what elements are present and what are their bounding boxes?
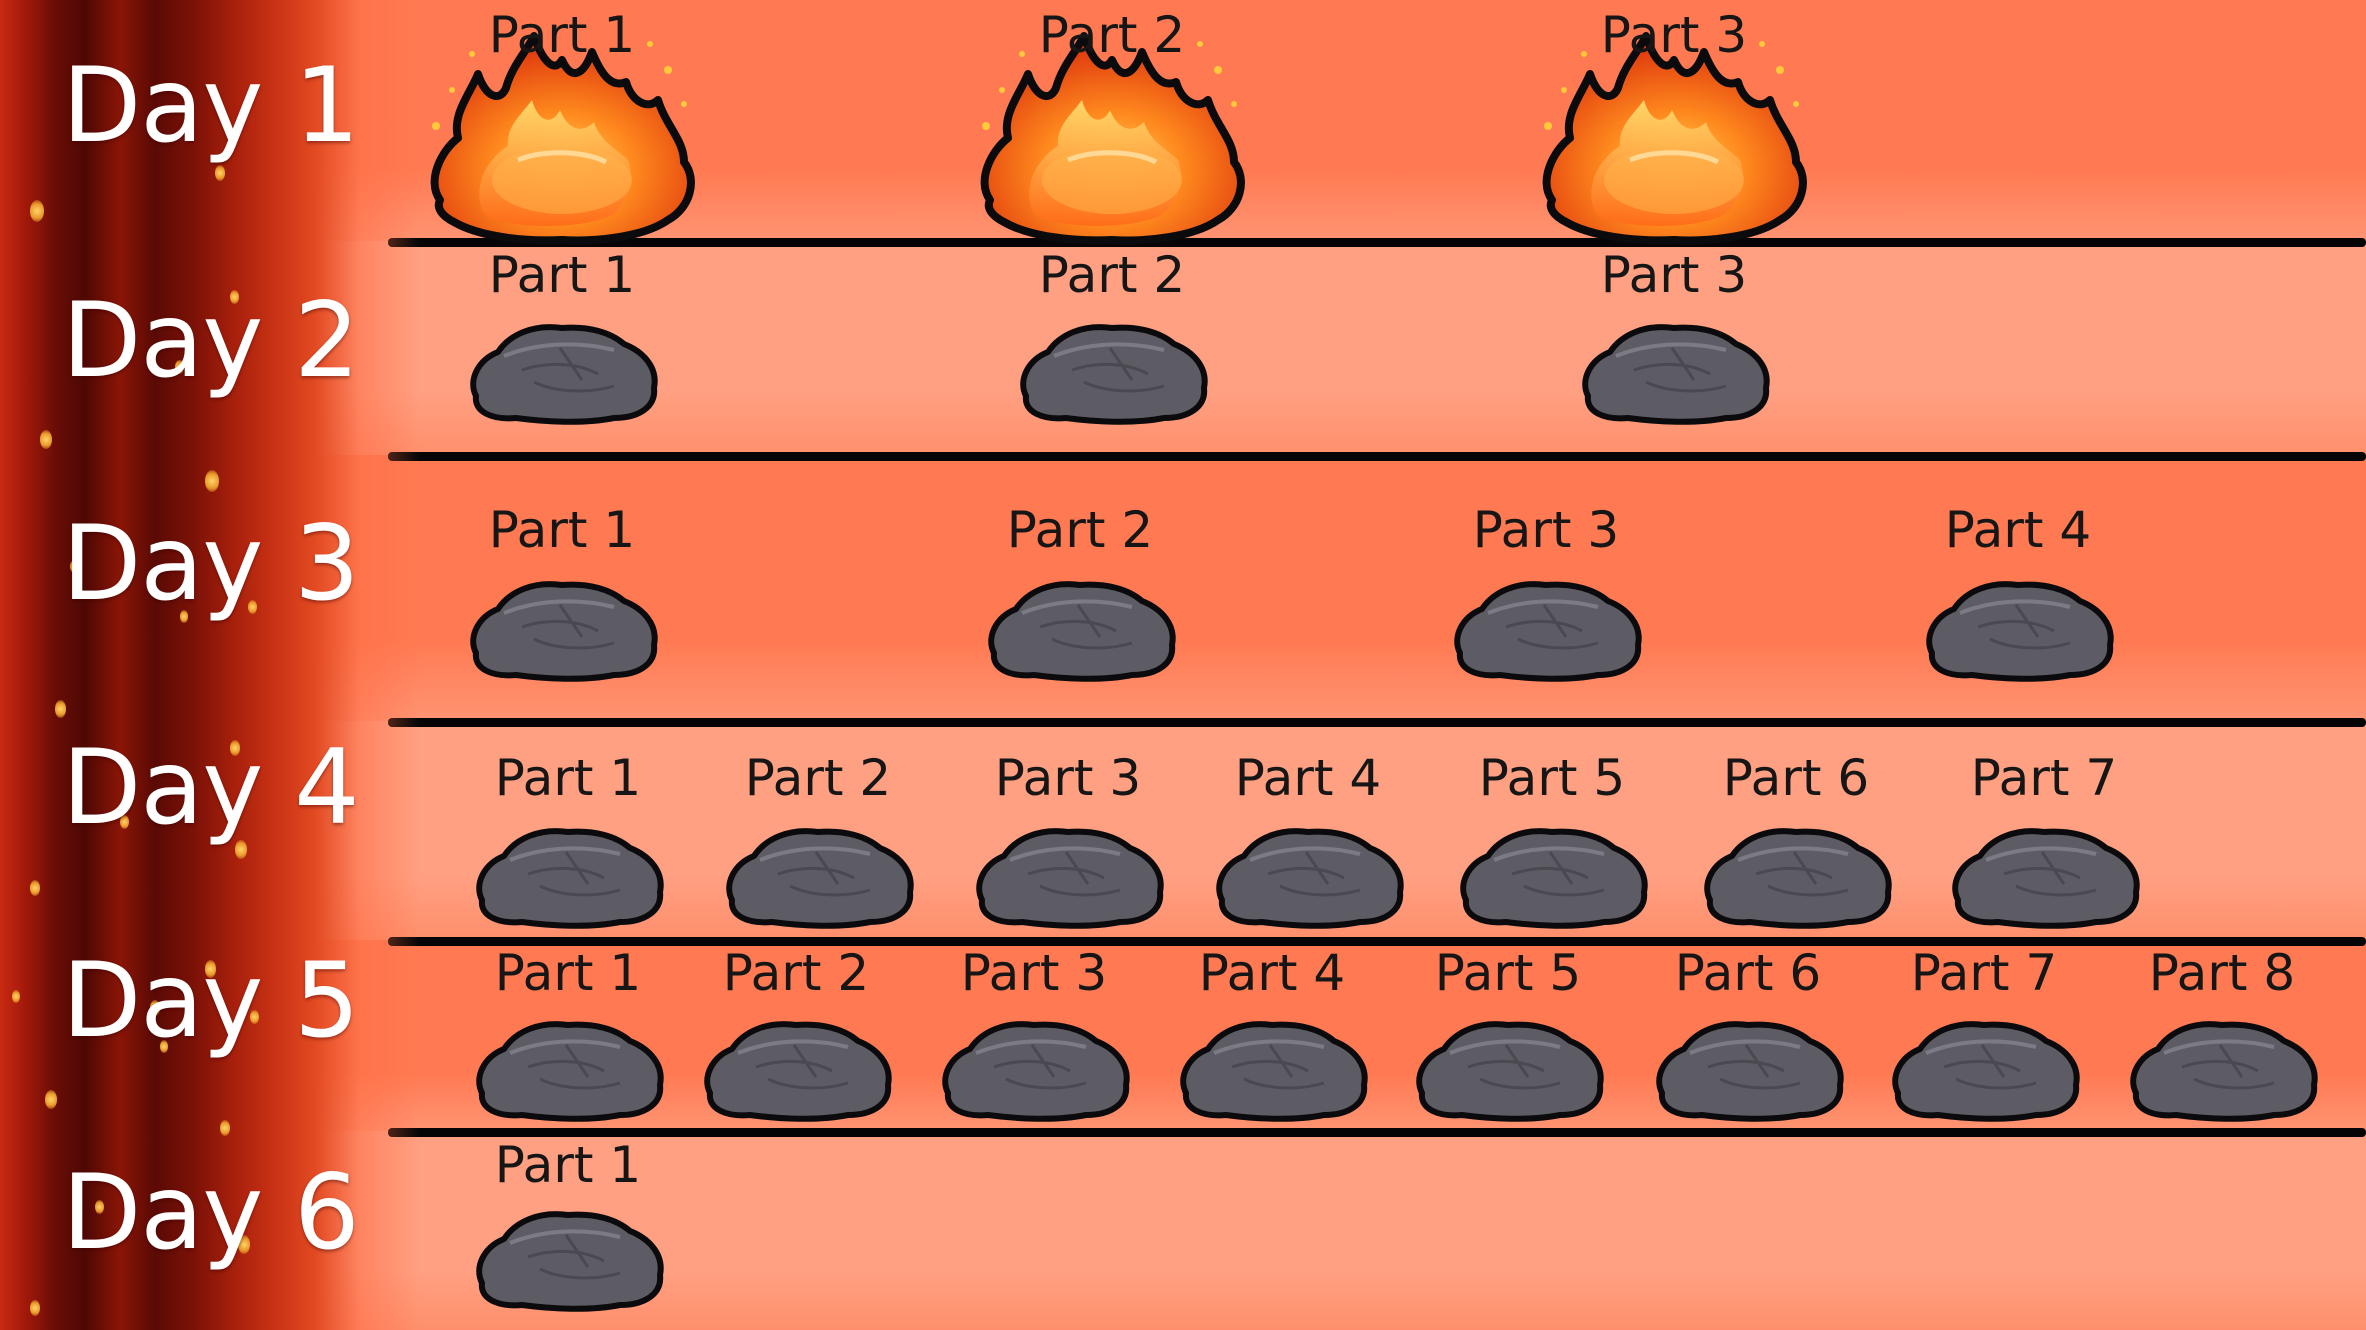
day-label-1: Day 1	[62, 46, 360, 166]
ember-spark	[120, 815, 129, 829]
fire-rock-icon[interactable]	[1534, 30, 1814, 250]
part-label[interactable]: Part 3	[1600, 246, 1748, 304]
part-label[interactable]: Part 2	[744, 749, 892, 807]
part-label[interactable]: Part 1	[488, 6, 636, 64]
day-label-6: Day 6	[62, 1153, 360, 1273]
part-label[interactable]: Part 4	[1198, 944, 1346, 1002]
rock-icon[interactable]	[970, 822, 1166, 930]
ember-spark	[205, 960, 216, 978]
rock-icon[interactable]	[1886, 1015, 2082, 1123]
ember-spark	[30, 200, 44, 222]
ember-spark	[95, 1200, 104, 1214]
ember-spark	[150, 1000, 160, 1016]
day-label-2: Day 2	[62, 281, 360, 401]
rock-icon[interactable]	[936, 1015, 1132, 1123]
day-label-5: Day 5	[62, 941, 360, 1061]
row-separator	[388, 452, 2366, 461]
ember-spark	[205, 470, 219, 492]
part-label[interactable]: Part 1	[488, 246, 636, 304]
part-label[interactable]: Part 5	[1478, 749, 1626, 807]
part-label[interactable]: Part 7	[1970, 749, 2118, 807]
rock-icon[interactable]	[982, 575, 1178, 683]
part-label[interactable]: Part 4	[1944, 501, 2092, 559]
ember-spark	[238, 1235, 250, 1254]
part-label[interactable]: Part 8	[2148, 944, 2296, 1002]
part-label[interactable]: Part 4	[1234, 749, 1382, 807]
row-separator	[388, 1128, 2366, 1137]
ember-spark	[180, 610, 188, 623]
ember-spark	[40, 430, 52, 449]
part-label[interactable]: Part 1	[494, 749, 642, 807]
rock-icon[interactable]	[1410, 1015, 1606, 1123]
fire-rock-icon[interactable]	[972, 30, 1252, 250]
ember-spark	[160, 1040, 168, 1053]
rock-icon[interactable]	[470, 822, 666, 930]
part-label[interactable]: Part 2	[722, 944, 870, 1002]
ember-spark	[30, 1300, 40, 1316]
part-label[interactable]: Part 1	[494, 1136, 642, 1194]
rock-icon[interactable]	[1454, 822, 1650, 930]
ember-spark	[250, 1010, 259, 1024]
part-label[interactable]: Part 2	[1038, 246, 1186, 304]
row-separator	[388, 718, 2366, 727]
part-label[interactable]: Part 3	[1600, 6, 1748, 64]
rock-icon[interactable]	[1210, 822, 1406, 930]
fire-rock-icon[interactable]	[422, 30, 702, 250]
ember-spark	[235, 840, 247, 859]
ember-spark	[45, 1090, 57, 1109]
part-label[interactable]: Part 1	[494, 944, 642, 1002]
part-label[interactable]: Part 6	[1674, 944, 1822, 1002]
part-label[interactable]: Part 5	[1434, 944, 1582, 1002]
row-separator	[388, 238, 2366, 247]
ember-spark	[12, 990, 20, 1003]
rock-icon[interactable]	[1946, 822, 2142, 930]
rock-icon[interactable]	[1576, 318, 1772, 426]
rock-icon[interactable]	[1014, 318, 1210, 426]
rock-icon[interactable]	[464, 575, 660, 683]
rock-icon[interactable]	[1650, 1015, 1846, 1123]
rock-icon[interactable]	[470, 1015, 666, 1123]
part-label[interactable]: Part 3	[960, 944, 1108, 1002]
part-label[interactable]: Part 7	[1910, 944, 2058, 1002]
ember-spark	[230, 740, 240, 756]
rock-icon[interactable]	[1698, 822, 1894, 930]
day-label-4: Day 4	[62, 728, 360, 848]
part-label[interactable]: Part 1	[488, 501, 636, 559]
part-label[interactable]: Part 2	[1038, 6, 1186, 64]
rock-icon[interactable]	[1174, 1015, 1370, 1123]
day-label-3: Day 3	[62, 504, 360, 624]
part-label[interactable]: Part 3	[1472, 501, 1620, 559]
rock-icon[interactable]	[1920, 575, 2116, 683]
ember-spark	[175, 360, 184, 374]
ember-spark	[55, 700, 66, 718]
rock-icon[interactable]	[470, 1205, 666, 1313]
fire-sidebar	[0, 0, 420, 1330]
rock-icon[interactable]	[464, 318, 660, 426]
ember-spark	[230, 290, 239, 304]
rock-icon[interactable]	[720, 822, 916, 930]
part-label[interactable]: Part 3	[994, 749, 1142, 807]
ember-spark	[220, 1120, 230, 1136]
row-separator	[388, 937, 2366, 946]
part-label[interactable]: Part 6	[1722, 749, 1870, 807]
ember-spark	[215, 165, 225, 181]
ember-spark	[30, 880, 40, 896]
ember-spark	[248, 600, 257, 614]
part-label[interactable]: Part 2	[1006, 501, 1154, 559]
ember-spark	[70, 560, 78, 573]
rock-icon[interactable]	[698, 1015, 894, 1123]
rock-icon[interactable]	[2124, 1015, 2320, 1123]
rock-icon[interactable]	[1448, 575, 1644, 683]
